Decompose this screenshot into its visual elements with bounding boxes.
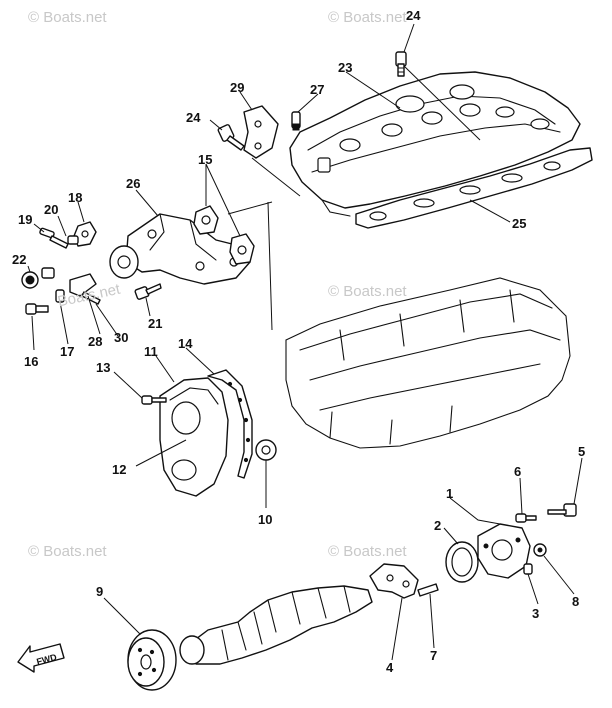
rear-plate[interactable] (369, 563, 419, 599)
callout-19: 19 (18, 212, 32, 227)
callout-28: 28 (88, 334, 102, 349)
leader-lines (27, 23, 583, 661)
callout-3: 3 (532, 606, 539, 621)
callout-11: 11 (144, 344, 158, 359)
rear-seal-fasteners[interactable] (515, 503, 577, 575)
callout-5: 5 (578, 444, 585, 459)
oil-seal[interactable] (255, 439, 277, 461)
callout-16: 16 (24, 354, 38, 369)
callout-17: 17 (60, 344, 74, 359)
callout-13: 13 (96, 360, 110, 375)
rear-seal-housing[interactable] (477, 523, 531, 579)
callout-24-left: 24 (186, 110, 201, 125)
watermark-bottom-left: © Boats.net (28, 543, 107, 560)
crankshaft[interactable] (179, 585, 373, 665)
callout-26: 26 (126, 176, 140, 191)
intake-gasket[interactable] (355, 147, 593, 229)
damper-pulley[interactable] (127, 629, 177, 691)
timing-cover[interactable] (159, 377, 229, 497)
callout-numbers: 24 23 27 29 24 25 15 26 18 20 19 22 16 1… (12, 8, 585, 675)
bolt-24-upper[interactable] (395, 51, 407, 77)
callout-18: 18 (68, 190, 82, 205)
watermark-top-left: © Boats.net (28, 9, 107, 26)
callout-21: 21 (148, 316, 162, 331)
callout-2: 2 (434, 518, 441, 533)
bracket-29[interactable] (243, 105, 279, 159)
callout-27: 27 (310, 82, 324, 97)
watermark-bottom-right: © Boats.net (328, 543, 407, 560)
rear-seal-ring[interactable] (445, 541, 479, 583)
callout-23: 23 (338, 60, 352, 75)
callout-9: 9 (96, 584, 103, 599)
callout-1: 1 (446, 486, 453, 501)
water-pump[interactable] (109, 213, 251, 285)
timing-cover-gasket[interactable] (207, 369, 253, 479)
callout-7: 7 (430, 648, 437, 663)
stud-7[interactable] (417, 583, 439, 597)
callout-10: 10 (258, 512, 272, 527)
callout-30: 30 (114, 330, 128, 345)
forward-arrow-icon: FWD (17, 643, 65, 673)
pump-gaskets[interactable] (193, 205, 255, 265)
callout-15: 15 (198, 152, 212, 167)
fastener-set[interactable] (21, 221, 162, 315)
callout-22: 22 (12, 252, 26, 267)
callout-8: 8 (572, 594, 579, 609)
watermark-top-right: © Boats.net (328, 9, 407, 26)
stud-27[interactable] (291, 111, 301, 131)
intake-manifold[interactable] (289, 71, 581, 217)
engine-block (285, 277, 571, 449)
bolt-24-left[interactable] (217, 124, 245, 151)
callout-20: 20 (44, 202, 58, 217)
assembly-guides (227, 201, 273, 331)
callout-12: 12 (112, 462, 126, 477)
callout-14: 14 (178, 336, 193, 351)
bolt-13[interactable] (141, 395, 167, 405)
callout-29: 29 (230, 80, 244, 95)
callout-25: 25 (512, 216, 526, 231)
callout-4: 4 (386, 660, 394, 675)
watermarks: © Boats.net © Boats.net © Boats.net © Bo… (28, 9, 407, 560)
callout-24-upper: 24 (406, 8, 421, 23)
callout-6: 6 (514, 464, 521, 479)
watermark-middle-right: © Boats.net (328, 283, 407, 300)
